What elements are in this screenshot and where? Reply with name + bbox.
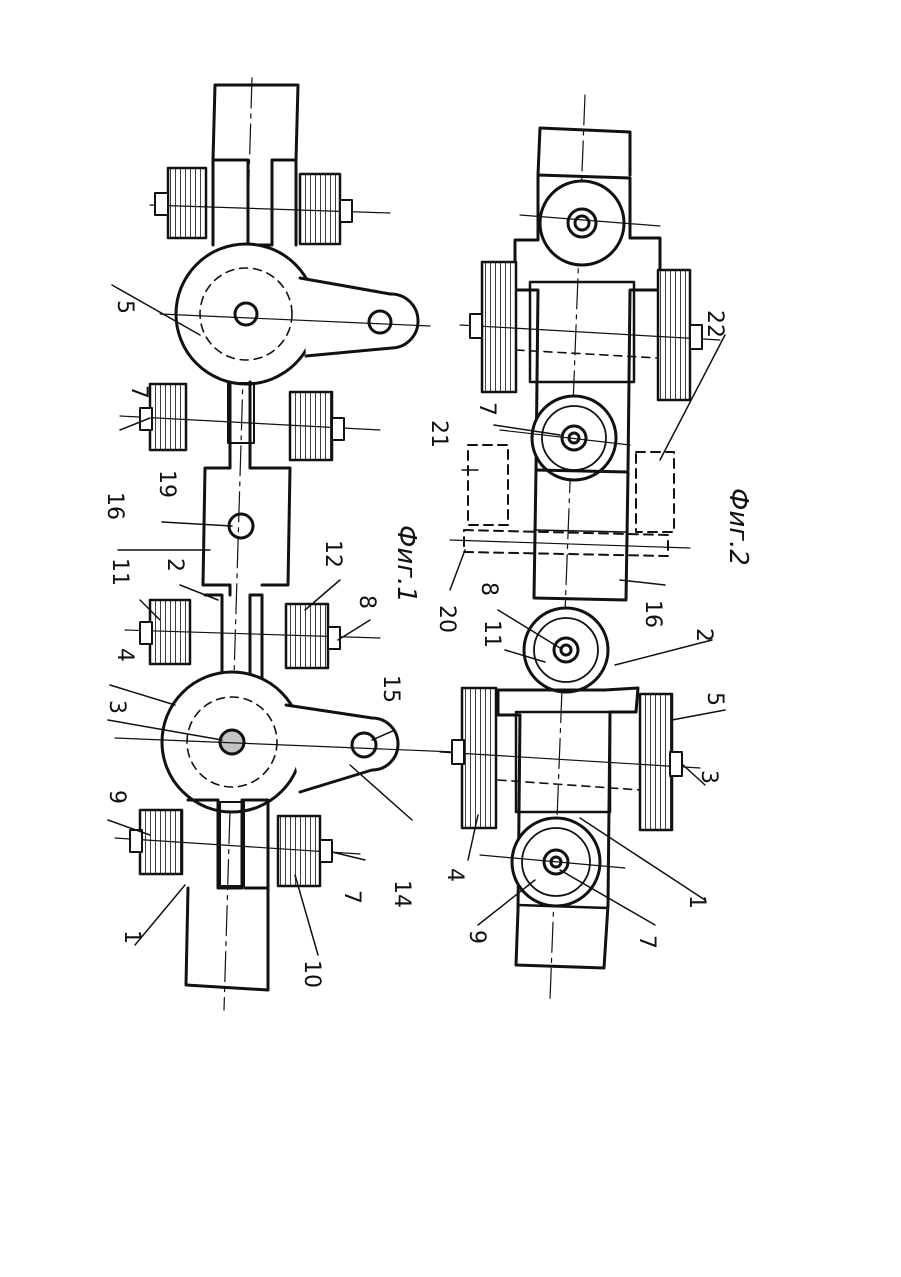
fig1-roller-top-left bbox=[168, 168, 206, 238]
label-fig1-2: 2 bbox=[162, 558, 187, 572]
label-fig2-8: 8 bbox=[476, 582, 501, 596]
label-fig2-7b: 7 bbox=[634, 935, 659, 949]
leader-2 bbox=[180, 585, 218, 600]
fig2-axle-cap-ll bbox=[452, 740, 464, 764]
fig2-wheel-8 bbox=[524, 608, 608, 692]
label-fig1-9: 9 bbox=[104, 790, 129, 804]
leader-5-fig2 bbox=[672, 710, 725, 720]
fig2-axle-cap-ul bbox=[470, 314, 482, 338]
fig1-mid-link-16 bbox=[203, 382, 290, 595]
label-fig2-11: 11 bbox=[479, 620, 504, 648]
fig1-axle-cap-11l bbox=[140, 622, 152, 644]
fig2-sprocket-4 bbox=[462, 688, 496, 828]
fig1-roller-7-left bbox=[150, 384, 186, 450]
label-fig1-10: 10 bbox=[299, 960, 324, 988]
label-fig2-5: 5 bbox=[702, 692, 727, 706]
leader-2-fig2 bbox=[615, 640, 712, 665]
label-fig1-1: 1 bbox=[119, 930, 144, 944]
label-fig1-5: 5 bbox=[112, 300, 137, 314]
leader-20 bbox=[450, 550, 465, 590]
fig2-axle-cap-lr bbox=[670, 752, 682, 776]
fig1-axle-cap-tr bbox=[340, 200, 352, 222]
fig2-box-21 bbox=[468, 445, 508, 525]
label-fig1-15: 15 bbox=[378, 675, 403, 703]
label-fig2-2: 2 bbox=[691, 628, 716, 642]
label-fig2-22: 22 bbox=[702, 310, 727, 338]
figure-2 bbox=[440, 95, 720, 1000]
fig1-axle-cap-7r bbox=[332, 418, 344, 440]
label-fig1-4: 4 bbox=[112, 648, 137, 662]
label-fig1-21: 21 bbox=[426, 420, 451, 448]
fig2-bottom-rod-top bbox=[518, 905, 608, 908]
label-fig1-7a: 7 bbox=[126, 385, 151, 399]
leader-9-fig2 bbox=[478, 880, 535, 925]
fig2-axle-cap-ur bbox=[690, 325, 702, 349]
leader-14 bbox=[350, 765, 412, 820]
fig1-bottom-rod bbox=[186, 888, 268, 990]
label-fig1-16: 16 bbox=[102, 492, 127, 520]
label-fig1-19: 19 bbox=[154, 470, 179, 498]
caption-fig2: Фиг.2 bbox=[723, 488, 753, 566]
label-fig2-9: 9 bbox=[464, 930, 489, 944]
fig2-sprocket-upper-right bbox=[658, 270, 690, 400]
fig1-disk-5 bbox=[176, 244, 316, 384]
fig1-top-link bbox=[213, 160, 296, 245]
label-fig1-14: 14 bbox=[389, 880, 414, 908]
label-fig1-3: 3 bbox=[104, 700, 129, 714]
labels: 5 7 19 16 2 11 12 8 4 3 15 14 9 1 7 10 2… bbox=[102, 300, 727, 988]
label-fig2-16: 16 bbox=[640, 600, 665, 628]
label-fig2-1: 1 bbox=[684, 895, 709, 909]
fig1-link-1-slot bbox=[220, 802, 244, 886]
label-fig1-12: 12 bbox=[320, 540, 345, 568]
caption-fig1: Фиг.1 bbox=[391, 525, 421, 603]
leader-lines bbox=[108, 285, 725, 955]
fig1-link-2 bbox=[205, 595, 262, 680]
label-fig1-20: 20 bbox=[434, 605, 459, 633]
fig2-axis-20 bbox=[450, 540, 690, 548]
label-fig2-7a: 7 bbox=[474, 402, 499, 416]
fig2-box-20 bbox=[464, 530, 668, 556]
fig1-axle-cap-12r bbox=[328, 627, 340, 649]
fig1-axle-cap-10r bbox=[320, 840, 332, 862]
fig1-axle-cap-9l bbox=[130, 830, 142, 852]
fig2-bottom-rod bbox=[516, 905, 608, 968]
fig1-roller-top-right bbox=[300, 174, 340, 244]
fig1-top-rod bbox=[213, 85, 298, 160]
label-fig1-8: 8 bbox=[354, 595, 379, 609]
fig2-box-22 bbox=[636, 452, 674, 532]
fig2-link-16 bbox=[534, 470, 628, 600]
fig1-axle-cap-tl bbox=[155, 193, 168, 215]
label-fig1-11: 11 bbox=[107, 558, 132, 586]
label-fig2-4: 4 bbox=[442, 868, 467, 882]
leader-19 bbox=[162, 522, 232, 526]
fig2-wheel-top bbox=[540, 181, 624, 265]
fig1-arm-5 bbox=[300, 278, 418, 356]
label-fig1-7b: 7 bbox=[339, 890, 364, 904]
fig2-sprocket-5 bbox=[640, 694, 672, 830]
label-fig2-3: 3 bbox=[696, 770, 721, 784]
